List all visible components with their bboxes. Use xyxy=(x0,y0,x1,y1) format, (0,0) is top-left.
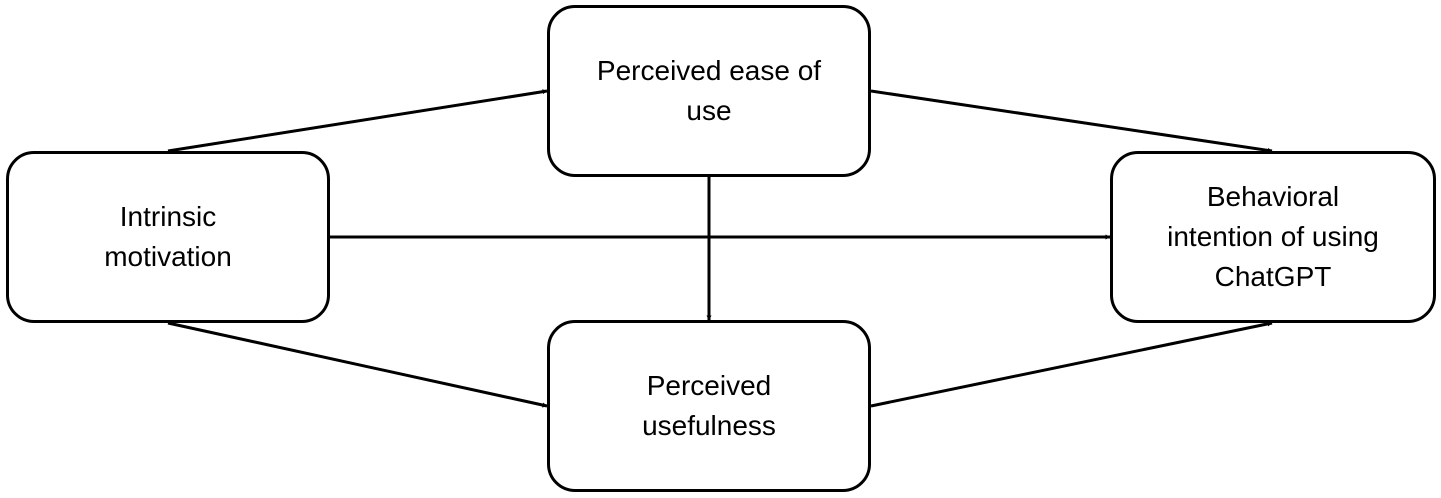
node-perceived-ease-of-use: Perceived ease of use xyxy=(547,5,871,177)
node-intrinsic-motivation-label: Intrinsic motivation xyxy=(104,197,232,277)
node-behavioral-intention: Behavioral intention of using ChatGPT xyxy=(1110,151,1436,323)
node-behavioral-intention-label: Behavioral intention of using ChatGPT xyxy=(1167,177,1379,297)
node-perceived-usefulness-label: Perceived usefulness xyxy=(642,366,776,446)
node-label-line: Perceived xyxy=(646,370,772,401)
node-label-line: usefulness xyxy=(642,410,776,441)
node-label-line: Behavioral xyxy=(1206,181,1340,212)
node-label-line: Perceived ease of xyxy=(596,55,822,86)
node-perceived-ease-of-use-label: Perceived ease of use xyxy=(597,51,821,131)
node-label-line: ChatGPT xyxy=(1214,261,1332,292)
node-intrinsic-motivation: Intrinsic motivation xyxy=(6,151,330,323)
node-perceived-usefulness: Perceived usefulness xyxy=(547,320,871,492)
edge-ease-of-use-to-behavioral-intention xyxy=(870,89,1273,153)
node-label-line: use xyxy=(686,95,732,126)
edge-intrinsic-to-usefulness xyxy=(167,321,548,408)
node-label-line: motivation xyxy=(104,241,232,272)
node-label-line: intention of using xyxy=(1167,221,1379,252)
edge-intrinsic-to-ease-of-use xyxy=(167,89,548,153)
node-label-line: Intrinsic xyxy=(119,201,217,232)
edge-usefulness-to-behavioral-intention xyxy=(870,321,1273,408)
